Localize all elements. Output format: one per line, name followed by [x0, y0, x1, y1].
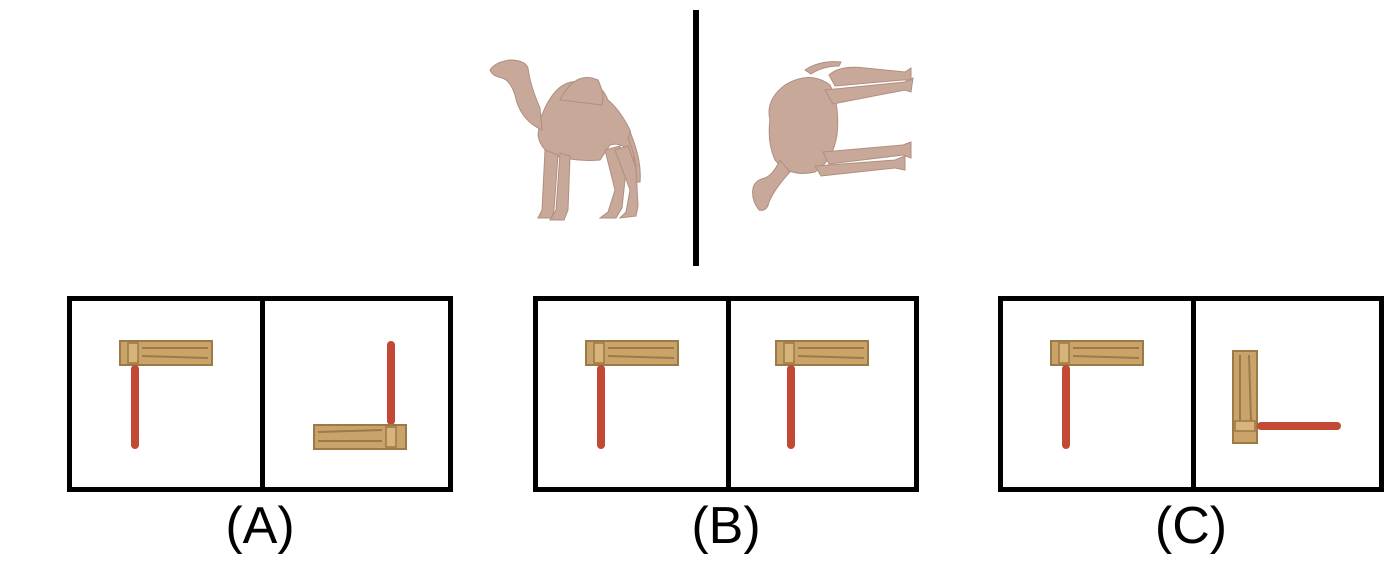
- option-c-ratchet-upright-image: [1050, 340, 1144, 449]
- option-a-panel[interactable]: [67, 296, 453, 492]
- camel-rotated-image: [752, 61, 914, 211]
- reference-divider: [693, 10, 699, 266]
- option-c-panel[interactable]: [998, 296, 1384, 492]
- camel-upright-image: [489, 59, 641, 221]
- option-a-divider: [260, 301, 265, 487]
- option-b-ratchet-upright-left-image: [585, 340, 679, 449]
- option-c-label: (C): [1154, 497, 1228, 555]
- option-b-panel[interactable]: [533, 296, 919, 492]
- option-a-ratchet-upright-image: [119, 340, 213, 449]
- option-b-ratchet-upright-right-image: [775, 340, 869, 449]
- option-a-label: (A): [225, 497, 295, 555]
- option-b-label: (B): [691, 497, 761, 555]
- option-b-divider: [726, 301, 731, 487]
- option-a-ratchet-flipped-image: [313, 341, 407, 450]
- option-c-divider: [1191, 301, 1196, 487]
- option-c-ratchet-rotated-image: [1232, 350, 1341, 444]
